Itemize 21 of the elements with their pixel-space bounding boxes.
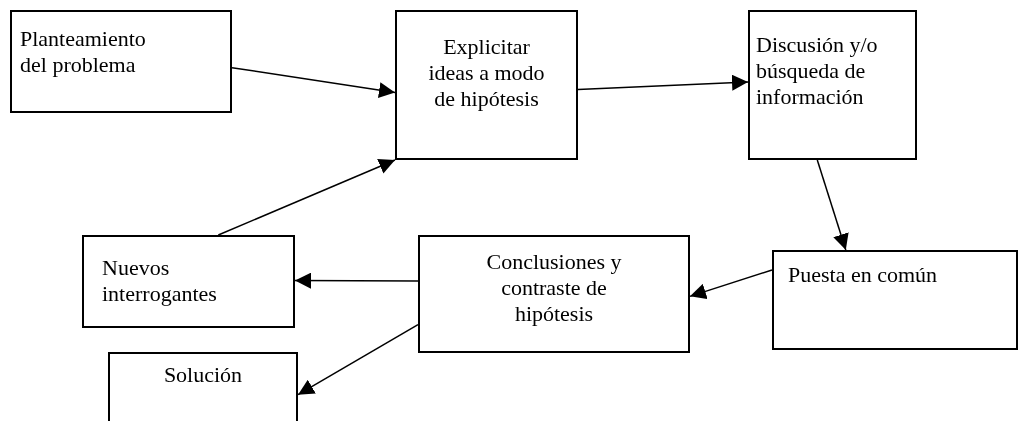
arrow (689, 269, 773, 300)
arrow (816, 159, 849, 251)
process-box (772, 250, 1018, 350)
arrow (294, 272, 419, 289)
box-label: Conclusiones y contraste de hipótesis (485, 249, 623, 327)
process-box (10, 10, 232, 113)
box-label: Solución (162, 362, 244, 388)
process-box (418, 235, 690, 353)
box-label: Explicitar ideas a modo de hipótesis (427, 34, 546, 112)
box-label: Puesta en común (788, 262, 939, 288)
arrow (577, 74, 749, 91)
arrow (297, 323, 419, 396)
process-box (748, 10, 917, 160)
process-box (395, 10, 578, 160)
box-label: Discusión y/o búsqueda de información (756, 32, 879, 110)
process-box (82, 235, 295, 328)
box-label: Nuevos interrogantes (102, 255, 218, 307)
arrow (217, 158, 396, 236)
arrow (231, 66, 396, 98)
box-label: Planteamiento del problema (20, 26, 147, 78)
process-box (108, 352, 298, 421)
